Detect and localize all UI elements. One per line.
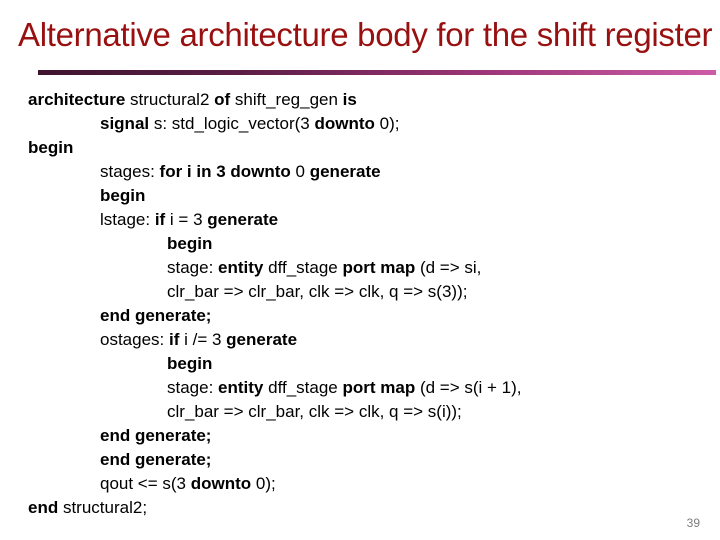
code-keyword: generate — [226, 330, 298, 349]
code-keyword: end generate; — [100, 426, 212, 445]
code-text: stages: — [100, 162, 160, 181]
code-text: 0); — [374, 114, 400, 133]
code-text: dff_stage — [263, 378, 343, 397]
code-text: qout <= s(3 — [100, 474, 191, 493]
code-line: begin — [28, 136, 522, 160]
code-line: signal s: std_logic_vector(3 downto 0); — [28, 112, 522, 136]
code-line: clr_bar => clr_bar, clk => clk, q => s(i… — [28, 400, 522, 424]
code-line: stage: entity dff_stage port map (d => s… — [28, 376, 522, 400]
code-keyword: entity — [218, 378, 264, 397]
code-line: end structural2; — [28, 496, 522, 520]
code-text: lstage: — [100, 210, 155, 229]
code-keyword: architecture — [28, 90, 126, 109]
code-line: lstage: if i = 3 generate — [28, 208, 522, 232]
code-keyword: if — [154, 210, 166, 229]
code-keyword: entity — [218, 258, 264, 277]
code-text: (d => si, — [415, 258, 482, 277]
code-line: begin — [28, 352, 522, 376]
code-line: architecture structural2 of shift_reg_ge… — [28, 88, 522, 112]
code-text: dff_stage — [263, 258, 343, 277]
title-underline-rule — [38, 70, 716, 75]
code-block: architecture structural2 of shift_reg_ge… — [28, 88, 522, 520]
code-text: 0); — [251, 474, 276, 493]
code-keyword: generate — [207, 210, 279, 229]
code-text: 0 — [290, 162, 310, 181]
code-text: clr_bar => clr_bar, clk => clk, q => s(i… — [167, 402, 462, 421]
code-text: clr_bar => clr_bar, clk => clk, q => s(3… — [167, 282, 468, 301]
code-keyword: downto — [190, 474, 252, 493]
code-keyword: end generate; — [100, 450, 212, 469]
code-keyword: port map — [342, 378, 416, 397]
code-text: shift_reg_gen — [230, 90, 343, 109]
code-line: end generate; — [28, 424, 522, 448]
slide-title: Alternative architecture body for the sh… — [18, 16, 713, 53]
code-text: stage: — [167, 258, 219, 277]
code-line: begin — [28, 232, 522, 256]
code-keyword: end — [28, 498, 59, 517]
code-text: s: std_logic_vector(3 — [149, 114, 315, 133]
code-keyword: begin — [167, 234, 213, 253]
code-text: i = 3 — [165, 210, 208, 229]
code-line: qout <= s(3 downto 0); — [28, 472, 522, 496]
code-keyword: signal — [100, 114, 150, 133]
code-line: end generate; — [28, 304, 522, 328]
code-keyword: begin — [100, 186, 146, 205]
code-line: end generate; — [28, 448, 522, 472]
code-line: clr_bar => clr_bar, clk => clk, q => s(3… — [28, 280, 522, 304]
code-keyword: for i in 3 downto — [159, 162, 291, 181]
page-number: 39 — [686, 516, 700, 530]
code-keyword: port map — [342, 258, 416, 277]
code-keyword: if — [169, 330, 180, 349]
code-keyword: of — [214, 90, 231, 109]
code-line: stage: entity dff_stage port map (d => s… — [28, 256, 522, 280]
code-line: begin — [28, 184, 522, 208]
code-text: ostages: — [100, 330, 169, 349]
code-line: ostages: if i /= 3 generate — [28, 328, 522, 352]
code-text: structural2; — [58, 498, 148, 517]
code-line: stages: for i in 3 downto 0 generate — [28, 160, 522, 184]
code-text: i /= 3 — [179, 330, 227, 349]
code-text: (d => s(i + 1), — [415, 378, 522, 397]
code-keyword: end generate; — [100, 306, 212, 325]
code-keyword: downto — [314, 114, 375, 133]
code-keyword: generate — [309, 162, 381, 181]
code-text: stage: — [167, 378, 219, 397]
code-keyword: is — [342, 90, 357, 109]
code-keyword: begin — [167, 354, 213, 373]
code-keyword: begin — [28, 138, 74, 157]
code-text: structural2 — [125, 90, 215, 109]
